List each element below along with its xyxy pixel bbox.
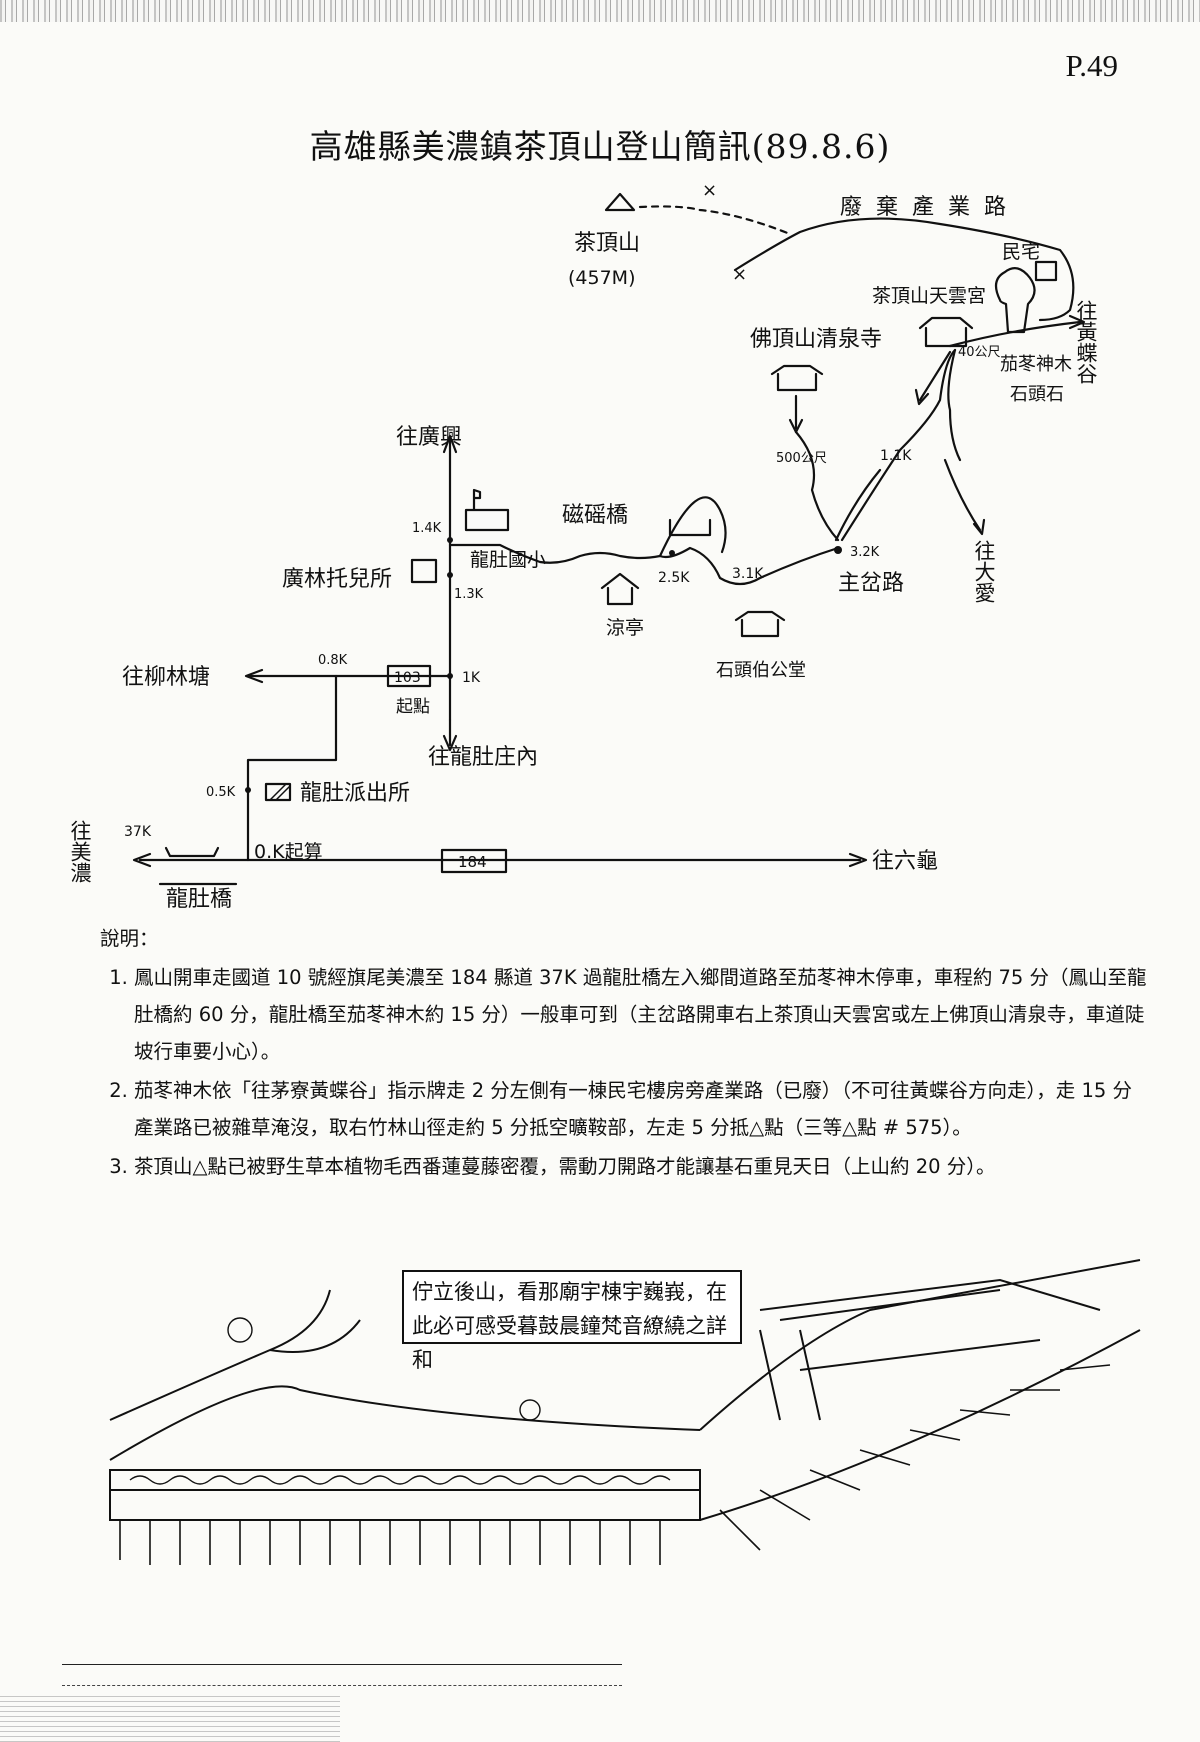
to-guangxing-label: 往廣興 bbox=[396, 425, 462, 450]
kindergarten-icon bbox=[410, 558, 438, 584]
dist-31-label: 3.1K bbox=[732, 566, 764, 582]
residence-icon bbox=[1034, 260, 1058, 282]
caption-line: 此必可感受暮鼓晨鐘梵音繚繞之詳和 bbox=[412, 1314, 727, 1372]
to-meinong-label: 往美濃 bbox=[68, 820, 92, 883]
temple-foding-label: 佛頂山清泉寺 bbox=[750, 327, 882, 352]
road-184-label: 184 bbox=[458, 853, 487, 871]
pavilion-label: 涼亭 bbox=[606, 617, 644, 639]
police-icon bbox=[264, 782, 292, 802]
dist-11-label: 1.1K bbox=[880, 448, 912, 464]
dist-32-label: 3.2K bbox=[850, 545, 880, 560]
stone-table-label: 石頭石 bbox=[1010, 384, 1064, 405]
notes-list: 鳳山開車走國道 10 號經旗尾美濃至 184 縣道 37K 過龍肚橋左入鄉間道路… bbox=[90, 959, 1150, 1185]
dist-1-label: 1K bbox=[462, 670, 481, 686]
note-item: 茄苳神木依「往茅寮黃蝶谷」指示牌走 2 分左側有一棟民宅樓房旁產業路（已廢）（不… bbox=[134, 1072, 1150, 1146]
dist-14-label: 1.4K bbox=[412, 521, 442, 536]
scan-lines-bottom bbox=[62, 1664, 622, 1686]
svg-text:×: × bbox=[732, 264, 747, 285]
caption-line: 佇立後山，看那廟宇棟宇巍峩，在 bbox=[412, 1280, 727, 1304]
temple-foding-icon bbox=[770, 364, 824, 392]
longdu-bridge bbox=[164, 846, 220, 858]
note-item: 鳳山開車走國道 10 號經旗尾美濃至 184 縣道 37K 過龍肚橋左入鄉間道路… bbox=[134, 959, 1150, 1070]
notes-section: 說明： 鳳山開車走國道 10 號經旗尾美濃至 184 縣道 37K 過龍肚橋左入… bbox=[90, 920, 1150, 1187]
dist-40-label: 40公尺 bbox=[958, 345, 1001, 360]
note-item: 茶頂山△點已被野生草本植物毛西番蓮蔓藤密覆，需動刀開路才能讓基石重見天日（上山約… bbox=[134, 1148, 1150, 1185]
to-liugui-label: 往六龜 bbox=[872, 849, 938, 874]
police-label: 龍肚派出所 bbox=[300, 781, 410, 806]
industry-road bbox=[733, 217, 1075, 322]
cisheng-bridge bbox=[668, 518, 712, 537]
peak-elev-label: (457M) bbox=[568, 267, 635, 289]
temple-tianyun-icon bbox=[918, 316, 974, 348]
ancestral-hall-icon bbox=[734, 610, 786, 638]
to-daai-label: 往大愛 bbox=[972, 540, 996, 603]
camphor-tree-icon bbox=[994, 267, 1036, 334]
peak-triangle-icon bbox=[604, 192, 636, 212]
scan-noise-top bbox=[0, 0, 1200, 22]
to-huangdie-label: 往黃蝶谷 bbox=[1074, 300, 1098, 384]
school-label: 龍肚國小 bbox=[470, 549, 546, 571]
longdu-bridge-label: 龍肚橋 bbox=[166, 887, 232, 910]
fork-label: 主岔路 bbox=[838, 571, 904, 596]
village-road bbox=[658, 546, 840, 586]
school-icon bbox=[464, 488, 510, 532]
residence-label: 民宅 bbox=[1002, 241, 1040, 263]
scan-noise-bottom bbox=[0, 1694, 340, 1742]
dist-25-label: 2.5K bbox=[658, 570, 690, 586]
pavilion-icon bbox=[600, 572, 640, 606]
dist-37-label: 37K bbox=[124, 824, 152, 840]
dist-08-label: 0.8K bbox=[318, 653, 348, 668]
industry-road-label: 廢棄產業路 bbox=[840, 195, 1020, 220]
road-to-daai bbox=[943, 458, 982, 532]
zero-k-label: 0.K起算 bbox=[254, 841, 323, 863]
temple-roof-illustration bbox=[109, 1259, 1141, 1565]
page-number: P.49 bbox=[1065, 48, 1118, 83]
camphor-label: 茄苳神木 bbox=[1000, 354, 1072, 375]
trail-dashed bbox=[638, 205, 792, 236]
dist-05-label: 0.5K bbox=[206, 785, 236, 800]
illustration-caption: 佇立後山，看那廟宇棟宇巍峩，在 此必可感受暮鼓晨鐘梵音繚繞之詳和 bbox=[402, 1270, 742, 1372]
road-184-sign bbox=[440, 848, 508, 874]
ancestral-hall-label: 石頭伯公堂 bbox=[716, 660, 806, 681]
road-103-label: 103 bbox=[394, 670, 421, 686]
peak-label: 茶頂山 bbox=[574, 231, 640, 256]
svg-text:×: × bbox=[702, 180, 717, 201]
dist-500-label: 500公尺 bbox=[776, 451, 827, 466]
bridge-road-label: 磁磘橋 bbox=[562, 503, 628, 528]
route-map: × × bbox=[68, 180, 1098, 910]
start-label: 起點 bbox=[396, 697, 430, 717]
page-title: 高雄縣美濃鎮茶頂山登山簡訊(89.8.6) bbox=[309, 127, 891, 166]
dist-13-label: 1.3K bbox=[454, 587, 484, 602]
to-longdu-label: 往龍肚庄內 bbox=[428, 745, 538, 770]
to-liulin-label: 往柳林塘 bbox=[122, 665, 210, 690]
notes-heading: 說明： bbox=[100, 927, 159, 950]
temple-tianyun-label: 茶頂山天雲宮 bbox=[872, 285, 986, 307]
kindergarten-label: 廣林托兒所 bbox=[282, 567, 392, 592]
